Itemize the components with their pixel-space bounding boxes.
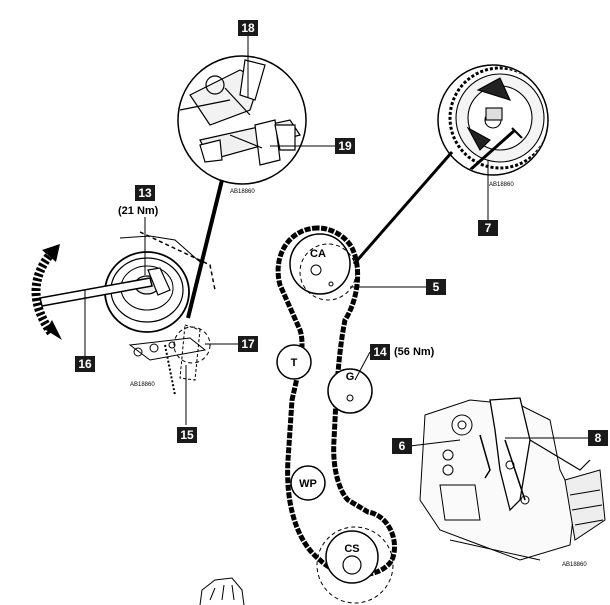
crankshaft-label: CS <box>344 543 359 555</box>
svg-text:14: 14 <box>373 345 387 359</box>
svg-text:16: 16 <box>78 357 92 371</box>
callout-7: 7 <box>478 220 498 236</box>
callout-18: 18 <box>238 20 258 36</box>
leader-line-left <box>186 179 224 319</box>
torque-14: (56 Nm) <box>394 346 435 358</box>
svg-text:7: 7 <box>485 221 492 235</box>
leader-line-right <box>352 151 454 265</box>
callout-15: 15 <box>177 427 197 443</box>
rotation-arrow-icon <box>31 244 62 340</box>
camshaft-label: CA <box>310 248 326 260</box>
callout-leaders <box>84 36 590 447</box>
inset-tool-detail: AB18860 <box>177 55 307 195</box>
idler-label: G <box>346 371 355 383</box>
ref-code-3: AB18860 <box>130 382 155 388</box>
tensioner-pulley: T <box>276 344 312 380</box>
tensioner-detail <box>39 231 216 396</box>
svg-text:18: 18 <box>241 21 255 35</box>
inset-camshaft-sprocket: AB18860 <box>437 64 549 188</box>
ref-code-1: AB18860 <box>230 189 255 195</box>
svg-text:6: 6 <box>399 439 406 453</box>
crankshaft-pulley: CS <box>316 526 394 604</box>
callout-14: 14 <box>370 344 390 360</box>
callout-8: 8 <box>588 430 608 446</box>
callout-16: 16 <box>75 356 95 372</box>
water-pump-pulley: WP <box>290 465 326 501</box>
bottom-component <box>199 577 245 605</box>
ref-code-2: AB18860 <box>489 182 514 188</box>
svg-text:17: 17 <box>241 337 255 351</box>
idler-pulley: G <box>327 368 373 414</box>
torque-13: (21 Nm) <box>118 205 159 217</box>
svg-text:13: 13 <box>138 186 152 200</box>
callout-5: 5 <box>426 279 446 295</box>
engine-detail <box>419 397 606 561</box>
camshaft-pulley: CA <box>289 233 357 301</box>
svg-text:5: 5 <box>433 280 440 294</box>
svg-text:15: 15 <box>180 428 194 442</box>
svg-text:8: 8 <box>595 431 602 445</box>
ref-code-4: AB18860 <box>562 562 587 568</box>
callout-6: 6 <box>392 438 412 454</box>
callout-17: 17 <box>238 336 258 352</box>
svg-text:19: 19 <box>338 139 352 153</box>
callout-13: 13 <box>135 185 155 201</box>
callout-19: 19 <box>335 138 355 154</box>
water-pump-label: WP <box>299 478 317 490</box>
tensioner-label: T <box>291 357 298 369</box>
